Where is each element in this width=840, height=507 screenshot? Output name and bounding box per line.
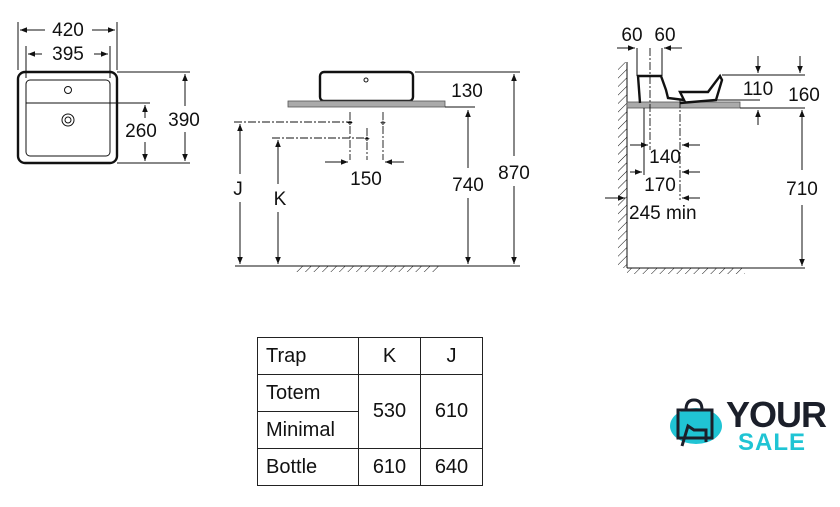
table-row: Bottle 610 640 <box>257 448 483 486</box>
table-row: Minimal <box>257 411 483 449</box>
trap-name: Bottle <box>257 448 359 486</box>
dim-width-outer: 420 <box>52 20 84 41</box>
yoursale-logo: YOUR SALE <box>666 394 836 456</box>
dim-counter-height-profile: 710 <box>786 179 818 200</box>
svg-text:⌖: ⌖ <box>364 134 370 145</box>
j-value: 640 <box>420 448 483 486</box>
dim-basin-height: 130 <box>451 81 483 102</box>
label-j: J <box>233 179 243 200</box>
logo-text-sale: SALE <box>738 429 807 456</box>
dim-245-min: 245 min <box>629 203 697 224</box>
front-view: 420 395 260 390 <box>16 20 200 165</box>
trap-table: Trap K J Totem 530 610 Minimal Bottle 61… <box>257 337 483 486</box>
header-k: K <box>358 337 421 375</box>
profile-view: 60 60 110 160 710 140 170 245 min <box>605 25 820 274</box>
trap-name: Minimal <box>257 411 359 449</box>
dim-bowl-height: 110 <box>743 79 773 100</box>
shopping-bag-hand-icon <box>670 398 722 447</box>
svg-text:⌖: ⌖ <box>347 118 353 129</box>
header-trap: Trap <box>257 337 359 375</box>
merged-j-value: 610 <box>420 374 483 449</box>
dim-trap-offset: 150 <box>350 169 382 190</box>
waste-icon <box>61 113 75 127</box>
dim-140: 140 <box>649 147 681 168</box>
dim-depth-total: 390 <box>168 110 200 131</box>
dim-offset-a: 60 <box>621 25 642 46</box>
side-view: 130 740 870 ⌖ ⌖ ⌖ J K 150 <box>233 70 530 272</box>
dim-offset-b: 60 <box>654 25 675 46</box>
merged-k-value: 530 <box>358 374 421 449</box>
header-j: J <box>420 337 483 375</box>
dim-170: 170 <box>644 175 676 196</box>
trap-name: Totem <box>257 374 359 412</box>
dim-total-height: 870 <box>498 163 530 184</box>
svg-text:⌖: ⌖ <box>380 118 386 129</box>
table-row: Totem 530 610 <box>257 374 483 449</box>
dim-counter-height: 740 <box>452 175 484 196</box>
label-k: K <box>274 189 287 210</box>
logo-text-your: YOUR <box>726 394 827 435</box>
table-header-row: Trap K J <box>257 337 483 375</box>
k-value: 610 <box>358 448 421 486</box>
dim-depth-tap: 260 <box>125 121 157 142</box>
countertop <box>287 100 446 108</box>
tap-hole-icon <box>64 86 72 94</box>
dim-total-basin-height: 160 <box>788 85 820 106</box>
dim-width-inner: 395 <box>52 44 84 65</box>
